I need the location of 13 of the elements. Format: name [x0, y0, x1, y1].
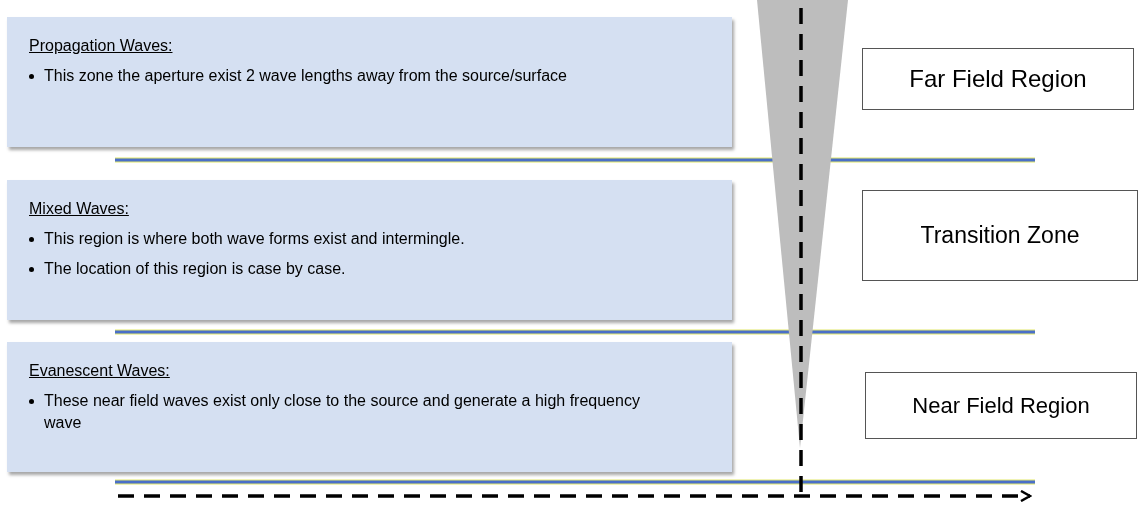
info-box	[7, 180, 732, 320]
bullet-text: These near field waves exist only close to the source and generate a high frequency wave	[44, 391, 641, 433]
region-label: Far Field Region	[862, 48, 1134, 110]
heading: Mixed Waves:	[29, 199, 129, 219]
heading: Evanescent Waves:	[29, 361, 170, 381]
bullet-text: This region is where both wave forms exist and intermingle.	[44, 229, 465, 249]
region-label: Near Field Region	[865, 372, 1137, 439]
info-box	[7, 342, 732, 472]
bullet-text: The location of this region is case by case.	[44, 259, 346, 279]
bullet-text: This zone the aperture exist 2 wave lengths away from the source/surface	[44, 66, 567, 86]
heading: Propagation Waves:	[29, 36, 173, 56]
region-label: Transition Zone	[862, 190, 1138, 281]
info-box	[7, 17, 732, 147]
